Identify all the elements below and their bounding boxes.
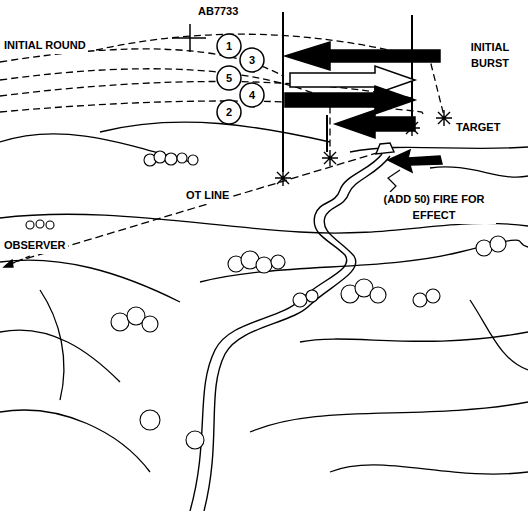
leader-line <box>388 170 400 192</box>
circle-outline <box>217 100 241 124</box>
shell-burst <box>275 170 291 186</box>
tree-cluster <box>154 151 166 163</box>
terrain-contour <box>40 290 64 400</box>
terrain-contour <box>0 122 528 474</box>
terrain-contour <box>0 260 180 302</box>
terrain-contour <box>430 167 528 177</box>
observer-arrow <box>4 256 30 267</box>
tree-cluster <box>490 236 506 252</box>
round-circle: 4 <box>239 82 265 108</box>
round-number: 2 <box>226 107 232 118</box>
round-number: 5 <box>226 73 232 84</box>
trajectory-path <box>0 34 444 170</box>
tree-cluster <box>413 293 427 307</box>
tree-cluster <box>26 151 506 449</box>
round-number: 4 <box>249 90 255 101</box>
shell-burst <box>404 120 420 136</box>
terrain-contour <box>100 122 330 142</box>
shell-burst <box>275 110 452 186</box>
round-circle: 1 <box>216 33 242 59</box>
round-circle: 2 <box>216 99 242 125</box>
tree-cluster <box>188 155 198 165</box>
terrain-contour <box>200 240 528 282</box>
adjustment-arrow <box>285 42 442 172</box>
tree-cluster <box>293 293 307 307</box>
range-line <box>411 15 413 122</box>
target-bunker <box>376 143 394 154</box>
tree-cluster <box>46 221 54 229</box>
tree-cluster <box>26 221 34 229</box>
circle-outline <box>240 48 264 72</box>
grid-crosshair <box>172 24 206 52</box>
tree-cluster <box>36 220 44 228</box>
adjustment-arrow <box>285 86 415 114</box>
trajectory-path <box>0 69 330 150</box>
range-line <box>282 12 284 172</box>
terrain-contour <box>300 332 528 342</box>
winding-road <box>190 154 390 511</box>
round-circle: 3 <box>239 47 265 73</box>
adjustment-arrow <box>335 110 415 138</box>
tree-cluster <box>140 410 160 430</box>
tree-cluster <box>256 257 272 273</box>
annotation-label: (ADD 50) FIRE FOR EFFECT <box>372 192 496 224</box>
tree-cluster <box>476 240 492 256</box>
trajectory-path <box>0 49 283 170</box>
annotation-label: OT LINE <box>184 188 231 204</box>
annotation-label: TARGET <box>454 120 502 136</box>
adjustment-arrow <box>290 66 415 94</box>
ot-line <box>15 152 380 262</box>
shell-burst <box>436 110 452 126</box>
round-number: 3 <box>249 55 255 66</box>
leader-line <box>388 170 400 192</box>
target-bunker <box>376 143 394 154</box>
trajectory-path <box>96 34 444 116</box>
shell-burst <box>322 150 338 166</box>
annotation-label: INITIAL BURST <box>452 40 528 72</box>
adjustment-arrow <box>388 150 442 172</box>
terrain-contour <box>250 402 528 432</box>
terrain-contour <box>0 410 150 472</box>
range-line <box>326 115 328 152</box>
circle-outline <box>217 34 241 58</box>
grid-crosshair <box>189 24 191 52</box>
observer-arrow <box>4 260 13 267</box>
winding-road <box>204 156 390 511</box>
tree-cluster <box>370 287 386 303</box>
ot-line <box>15 152 380 262</box>
tree-cluster <box>271 255 285 269</box>
tree-cluster <box>426 289 440 303</box>
tree-cluster <box>111 313 129 331</box>
tree-cluster <box>186 431 204 449</box>
round-number: 1 <box>226 41 232 52</box>
tree-cluster <box>306 290 318 302</box>
adjustment-arrow <box>285 42 440 70</box>
annotation-label: OBSERVER <box>2 238 68 254</box>
round-circle: 5 <box>216 65 242 91</box>
terrain-contour <box>0 134 190 162</box>
circle-outline <box>217 66 241 90</box>
terrain-contour <box>470 300 528 370</box>
circle-outline <box>240 83 264 107</box>
terrain-contour <box>330 465 528 474</box>
annotation-label: AB7733 <box>196 4 240 20</box>
grid-crosshair <box>172 37 206 39</box>
winding-road <box>190 154 382 511</box>
annotation-label: INITIAL ROUND <box>2 38 88 54</box>
tree-cluster <box>177 153 187 163</box>
tree-cluster <box>142 316 158 332</box>
tree-cluster <box>165 153 177 165</box>
